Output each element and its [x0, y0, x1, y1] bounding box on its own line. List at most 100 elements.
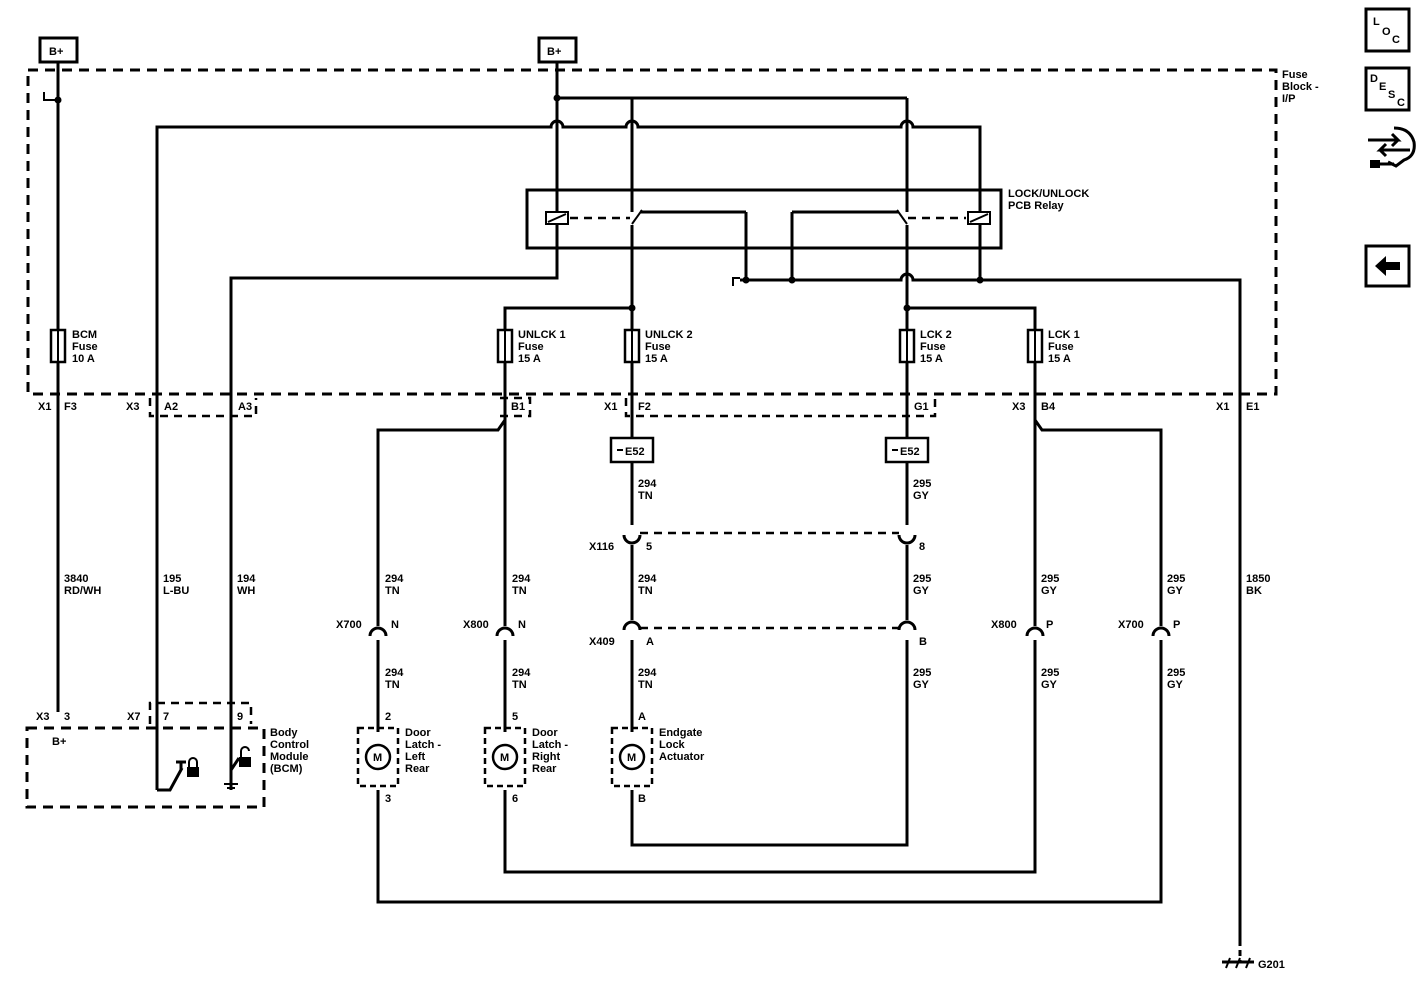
inline-connector-x800-rr: X800 N — [463, 619, 526, 637]
fuse-block-connectors: X1 F3 X3 A2 A3 B1 X1 F2 G1 X3 B4 X1 E1 — [38, 396, 1259, 418]
ground-symbol-small — [224, 776, 238, 789]
bcm-x3: X3 — [36, 711, 49, 723]
desc-letter-s: S — [1388, 89, 1395, 101]
x116-pin-b: 8 — [919, 541, 925, 553]
eg-top-pin: A — [638, 711, 646, 723]
lock-closed-icon — [187, 757, 199, 777]
bcm-pin-3: 3 — [64, 711, 70, 723]
location-button[interactable]: L O C — [1364, 7, 1411, 53]
conn-e1-pin: E1 — [1246, 401, 1259, 413]
rr-motor-label: M — [500, 752, 509, 764]
loc-letter-l: L — [1373, 16, 1380, 28]
ground-label: G201 — [1258, 959, 1285, 971]
bplus-center-label: B+ — [547, 46, 561, 58]
conn-a3-pin: A3 — [238, 401, 252, 413]
bcm-pin-7: 7 — [163, 711, 169, 723]
lr-motor-label: M — [373, 752, 382, 764]
conn-a2-pin: A2 — [164, 401, 178, 413]
x116-pin-a: 5 — [646, 541, 652, 553]
conn-x1-e1-x: X1 — [1216, 401, 1229, 413]
conn-b4-pin: B4 — [1041, 401, 1056, 413]
back-button[interactable] — [1364, 244, 1411, 288]
eg-bot-pin: B — [638, 793, 646, 805]
x700-lr-label: X700 — [336, 619, 362, 631]
left-rear-unlock-circuit — [376, 419, 1163, 904]
x800-rr-pin: N — [518, 619, 526, 631]
inline-connector-x409: X409 A B — [589, 620, 927, 648]
inline-connector-x700-lr: X700 N — [336, 619, 399, 637]
splice-e52-left: E52 — [609, 436, 655, 464]
x800-rr-label: X800 — [463, 619, 489, 631]
x409-label: X409 — [589, 636, 615, 648]
conn-g1-pin: G1 — [914, 401, 929, 413]
x700-lck-pin: P — [1173, 619, 1180, 631]
bcm-pin-9: 9 — [237, 711, 243, 723]
desc-letter-e: E — [1379, 81, 1386, 93]
x800-lck-pin: P — [1046, 619, 1053, 631]
conn-x1-f3-pin: F3 — [64, 401, 77, 413]
eg-motor-label: M — [627, 752, 636, 764]
lock-open-icon — [239, 746, 251, 767]
conn-x1-f2-x: X1 — [604, 401, 617, 413]
conn-x3-a-x: X3 — [126, 401, 139, 413]
bcm-bplus: B+ — [52, 736, 66, 748]
x700-lck-label: X700 — [1118, 619, 1144, 631]
x116-label: X116 — [589, 541, 614, 553]
conn-b1-pin: B1 — [511, 401, 525, 413]
x409-pin-a: A — [646, 636, 654, 648]
x800-lck-label: X800 — [991, 619, 1017, 631]
rr-bot-pin: 6 — [512, 793, 518, 805]
conn-f2-pin: F2 — [638, 401, 651, 413]
splice-e52-right: E52 — [884, 436, 930, 464]
splice-left-label: E52 — [625, 446, 645, 458]
x409-pin-b: B — [919, 636, 927, 648]
loc-letter-o: O — [1382, 26, 1391, 38]
bplus-left-supply: B+ — [38, 36, 79, 64]
endgate-circuit — [630, 462, 909, 847]
splice-right-label: E52 — [900, 446, 920, 458]
inline-connector-x800-lck: X800 P — [991, 619, 1053, 637]
description-button[interactable]: D E S C — [1364, 66, 1411, 112]
connector-view-icon[interactable] — [1368, 126, 1416, 168]
ground-g201: G201 — [1222, 940, 1285, 971]
inline-connector-x700-lck: X700 P — [1118, 619, 1180, 637]
fuse-block-outline — [26, 68, 1278, 396]
back-arrow-icon — [1375, 256, 1400, 276]
bplus-center-supply: B+ — [537, 36, 578, 64]
right-rear-unlock-circuit — [503, 420, 1037, 874]
